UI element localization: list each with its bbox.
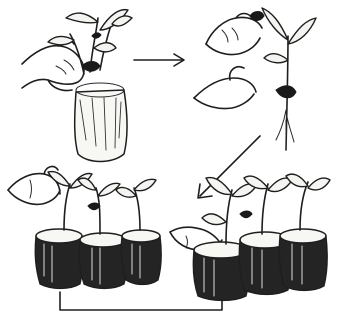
panel-2-seedling xyxy=(250,8,316,150)
panel-1-seedling xyxy=(48,10,132,74)
panel-1-hand xyxy=(22,40,84,90)
arrow-1-to-2 xyxy=(134,54,184,66)
panel-2-lower-hand xyxy=(194,67,256,109)
panel-1-pot xyxy=(75,83,127,162)
panel-4-pots xyxy=(193,229,327,301)
panel-1-hand-lifting-seedling xyxy=(22,10,132,162)
panel-3-pots xyxy=(35,229,161,289)
panel-2-separating-seedling xyxy=(194,8,316,150)
panel-4-potted-row xyxy=(170,174,330,300)
panel-3-transplanting xyxy=(8,167,161,289)
panel-3-seedlings xyxy=(48,172,156,234)
